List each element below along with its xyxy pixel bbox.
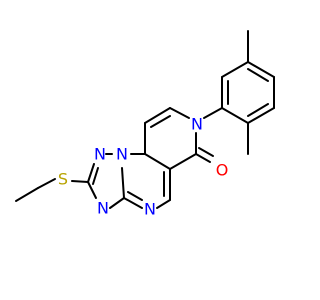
bond-c3a-nbridge (121, 167, 125, 199)
atom-label-n-pyrimidine: N (144, 200, 156, 219)
bond-ar6-ar1 (221, 107, 249, 124)
bond-n3-c3a (109, 197, 125, 209)
molecule-diagram: N N N N N S O (15, 30, 275, 219)
atom-layer: N N N N N S O (58, 115, 228, 219)
bond-ar5-ar6-double (247, 103, 269, 117)
atom-label-n-triazole-top: N (94, 145, 106, 164)
bond-c3a-n4 (123, 197, 143, 209)
bond-ethyl-ch2-s (37, 178, 56, 189)
bond-c7-o-double (198, 147, 214, 157)
bond-ar5-ar6 (247, 107, 275, 124)
bond-c9-n8 (169, 107, 190, 119)
bond-c7-o (195, 153, 211, 163)
atom-label-n-pyridinone: N (191, 115, 203, 134)
bond-c2-n3 (87, 181, 97, 199)
atom-label-n-triazole-left: N (97, 199, 109, 218)
atom-label-n-bridge: N (116, 145, 128, 164)
bond-c6-c10b (144, 153, 171, 170)
bond-ar3-ar4 (247, 61, 275, 78)
bond-ethyl-ch3-ch2 (15, 187, 39, 202)
bond-c3a-n4-double (127, 191, 143, 201)
bond-c2-n1 (87, 163, 95, 183)
bond-n8-aryl (203, 107, 223, 119)
atom-label-s-thioether: S (58, 170, 68, 189)
molecule-structure: N N N N N S O (15, 30, 275, 219)
bond-ar2-ar3 (221, 61, 249, 78)
bond-n4-c5 (156, 199, 171, 209)
bond-s-c2 (71, 180, 89, 183)
bond-c2-n1-double (92, 167, 99, 185)
bond-c7-c6 (169, 153, 197, 170)
bond-c10-c9-double (150, 115, 171, 128)
atom-label-o-carbonyl: O (216, 161, 229, 180)
bond-ar3-ar4-double (247, 68, 269, 82)
bond-c10-c9 (144, 107, 171, 124)
bond-layer (15, 30, 275, 209)
